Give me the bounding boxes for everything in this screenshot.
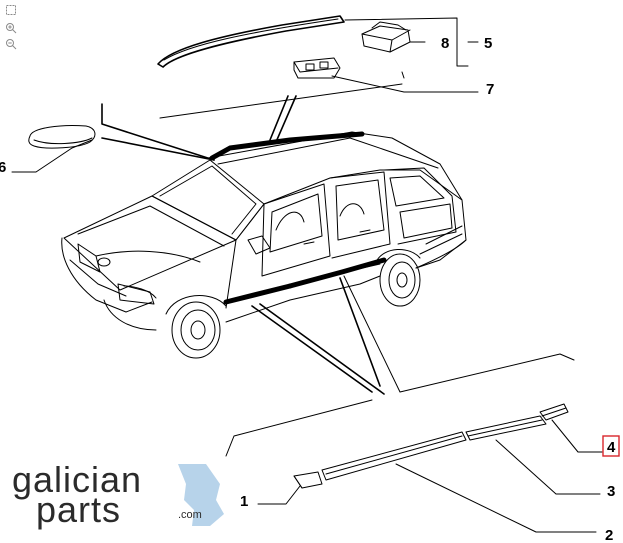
part-3-rear-door-moulding-drawing[interactable] [465, 415, 547, 441]
callout-6[interactable]: 6 [0, 159, 6, 176]
zoom-out-icon[interactable] [4, 38, 18, 50]
callout-2[interactable]: 2 [605, 527, 613, 543]
part-6-badge-drawing[interactable] [28, 125, 96, 149]
logo-word-top: galician [12, 460, 142, 500]
callout-3[interactable]: 3 [607, 483, 615, 500]
zoom-in-icon[interactable] [4, 22, 18, 34]
car-illustration [61, 131, 467, 359]
galicianparts-logo: galician parts .com [12, 460, 224, 530]
fit-page-icon[interactable] [4, 4, 18, 16]
callout-8[interactable]: 8 [441, 35, 449, 52]
callout-1[interactable]: 1 [240, 493, 248, 510]
part-8-clip-drawing[interactable] [361, 21, 411, 53]
logo-word-bottom: parts [36, 489, 121, 530]
part-1-end-cap-drawing[interactable] [293, 471, 323, 489]
callout-5[interactable]: 5 [484, 35, 492, 52]
bracket-5 [344, 17, 469, 67]
part-4-rear-end-moulding-drawing[interactable] [539, 403, 569, 421]
logo-region-shape [178, 464, 224, 526]
part-7-clip-drawing[interactable] [293, 57, 341, 79]
callout-4-highlight-box [602, 435, 620, 457]
part-2-front-door-moulding-drawing[interactable] [321, 431, 467, 481]
logo-suffix: .com [178, 509, 202, 521]
part-roof-moulding-drawing[interactable] [157, 15, 345, 68]
callout-7[interactable]: 7 [486, 81, 494, 98]
callout-4[interactable]: 4 [607, 439, 616, 456]
